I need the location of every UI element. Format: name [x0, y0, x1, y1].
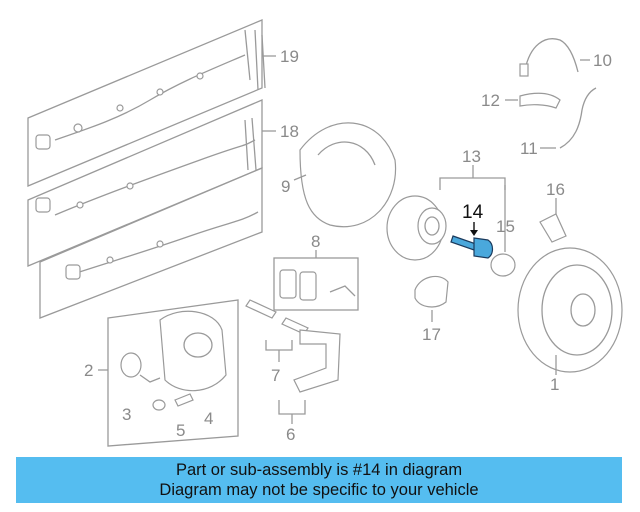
- brake-rotor: [517, 247, 623, 375]
- wheel-speed-sensor-16: [539, 198, 567, 243]
- callout-9: 9: [281, 177, 290, 196]
- callout-5: 5: [176, 421, 185, 440]
- banner-line-part: Part or sub-assembly is #14 in diagram: [175, 461, 463, 479]
- splash-shield: [293, 122, 397, 228]
- callout-11: 11: [520, 139, 538, 158]
- sensor-wire-panel-19: [27, 19, 276, 187]
- callout-7: 7: [271, 366, 280, 385]
- callout-6: 6: [286, 425, 295, 444]
- brake-line-11: [540, 87, 597, 149]
- callout-17: 17: [422, 325, 441, 344]
- brake-hose-10: [519, 38, 590, 77]
- bleeder-screw-4: [174, 393, 194, 407]
- wheel-hub-13: [386, 165, 506, 261]
- banner-line-disclaimer: Diagram may not be specific to your vehi…: [159, 481, 479, 499]
- callout-15: 15: [496, 217, 515, 236]
- bleeder-cap-5: [152, 399, 166, 411]
- callout-19: 19: [280, 47, 299, 66]
- caliper-carrier-6: [278, 329, 341, 424]
- info-banner: Part or sub-assembly is #14 in diagram D…: [16, 457, 622, 503]
- seal-17: [414, 275, 449, 322]
- caliper-panel-2: [98, 299, 239, 447]
- callout-14: 14: [462, 202, 484, 223]
- callout-2: 2: [84, 361, 93, 380]
- callout-8: 8: [311, 232, 320, 251]
- dust-cap-15: [490, 185, 516, 277]
- callout-1: 1: [550, 375, 559, 394]
- callout-18: 18: [280, 122, 299, 141]
- brake-pad-set-8: [273, 250, 359, 311]
- callout-12: 12: [481, 91, 500, 110]
- hub-bolt-14: [450, 222, 494, 259]
- callout-10: 10: [593, 51, 612, 70]
- guide-pin-kit-7: [245, 299, 309, 362]
- parts-diagram: 1 2 3 4 5 6 7 8 9 10 11 12 13 14 15 16 1…: [27, 19, 623, 447]
- callout-16: 16: [546, 180, 565, 199]
- caliper-clip-3: [120, 352, 161, 383]
- callout-4: 4: [204, 409, 213, 428]
- sensor-wire-panel-lower: [39, 167, 263, 319]
- callout-13: 13: [462, 147, 481, 166]
- brake-bracket-12: [505, 92, 561, 109]
- callout-3: 3: [122, 405, 131, 424]
